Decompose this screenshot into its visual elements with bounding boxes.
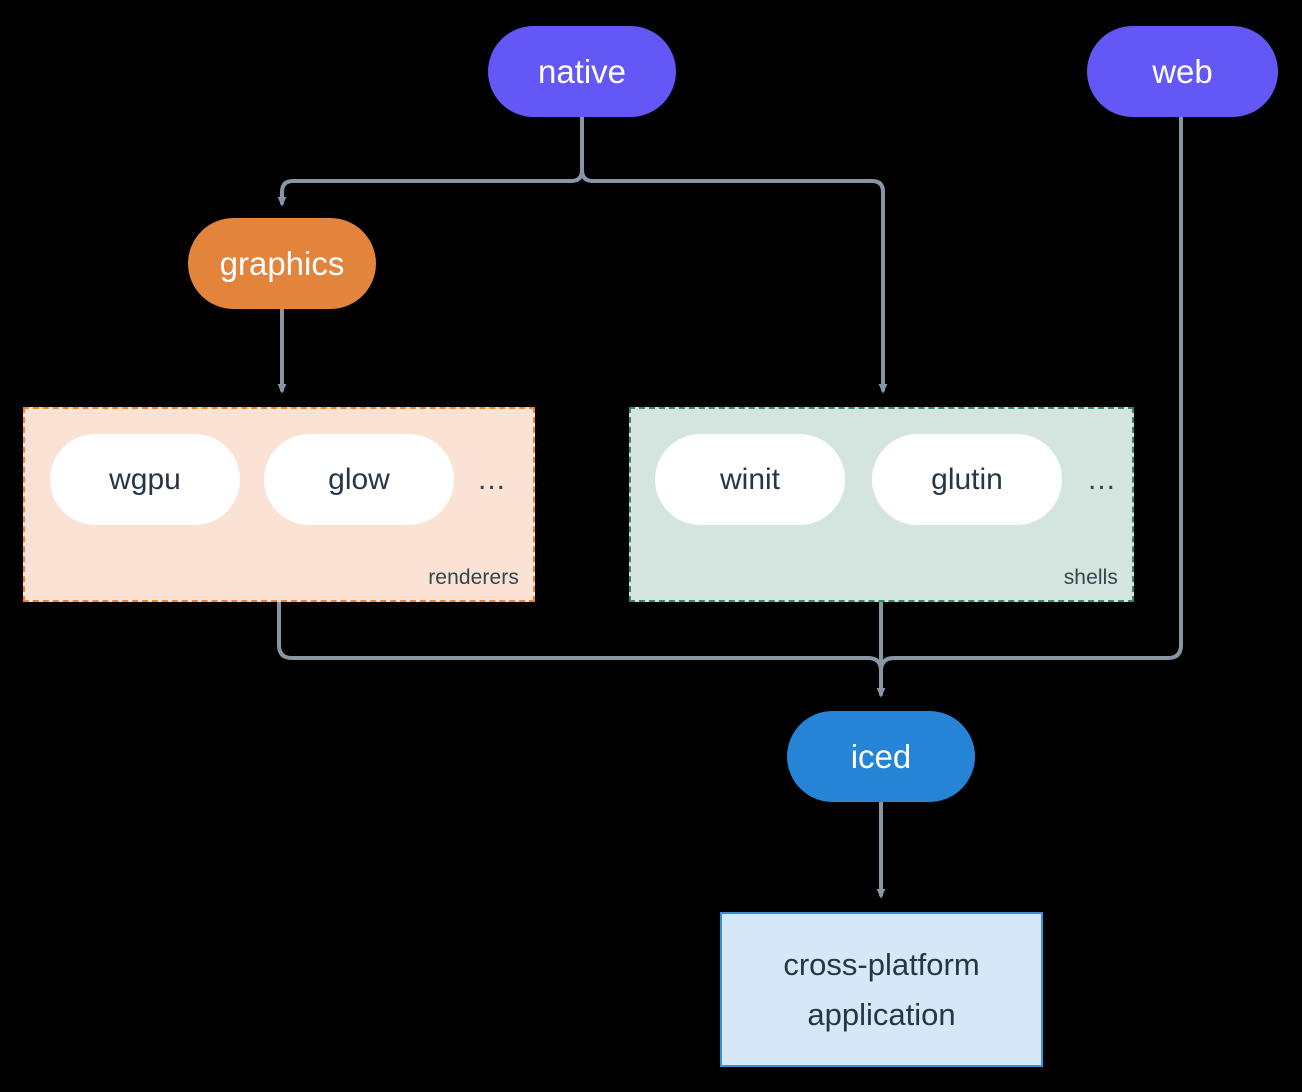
node-iced-label: iced <box>850 737 912 775</box>
node-glow-label: glow <box>328 462 390 496</box>
node-winit-label: winit <box>719 462 780 496</box>
node-cross-platform-application[interactable]: cross-platform application <box>720 912 1043 1067</box>
node-winit[interactable]: winit <box>655 434 845 525</box>
node-web-label: web <box>1152 52 1213 90</box>
node-glutin-label: glutin <box>931 462 1003 496</box>
node-wgpu[interactable]: wgpu <box>50 434 240 525</box>
node-wgpu-label: wgpu <box>109 462 181 496</box>
node-iced[interactable]: iced <box>787 711 975 802</box>
edge-native-to-shells <box>580 115 888 394</box>
node-web[interactable]: web <box>1087 26 1278 117</box>
renderers-overflow-ellipsis: ... <box>478 463 507 496</box>
node-graphics[interactable]: graphics <box>188 218 376 309</box>
node-cross-platform-application-label: cross-platform application <box>783 946 980 1032</box>
cluster-shells-label: shells <box>1063 566 1118 589</box>
node-native-label: native <box>537 52 627 90</box>
shells-overflow-ellipsis: ... <box>1088 463 1117 496</box>
edge-web-to-iced <box>879 115 1183 696</box>
edge-renderers-to-iced <box>277 600 886 698</box>
edge-native-split <box>277 115 584 207</box>
node-native[interactable]: native <box>488 26 676 117</box>
node-glutin[interactable]: glutin <box>872 434 1062 525</box>
node-graphics-label: graphics <box>219 244 345 282</box>
node-glow[interactable]: glow <box>264 434 454 525</box>
cluster-renderers-label: renderers <box>428 566 519 589</box>
